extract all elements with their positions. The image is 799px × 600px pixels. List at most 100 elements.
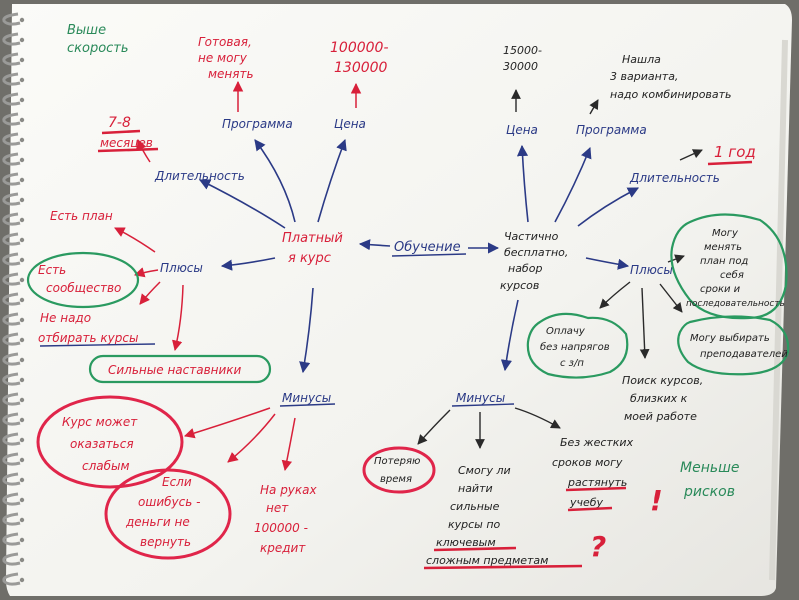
free-duration-label: Длительность	[629, 171, 720, 185]
spiral-ring	[2, 112, 21, 126]
free-learning-node: Частично бесплатно, набор курсов	[500, 230, 572, 292]
spiral-ring	[2, 552, 21, 566]
minus-time-circle	[362, 446, 436, 494]
arrow-paid-to-minuses	[299, 287, 314, 374]
spiral-hole	[19, 257, 25, 263]
spiral-hole	[19, 397, 25, 403]
spiral-ring	[2, 352, 21, 366]
spiral-hole	[19, 457, 25, 463]
spiral-hole	[19, 197, 25, 203]
plus-search: Поиск курсов, близких к моей работе	[622, 374, 707, 423]
spiral-ring	[2, 412, 21, 426]
paid-duration-underline	[97, 129, 159, 153]
paid-course-node: Платный я курс	[282, 231, 347, 266]
arrow-paid-to-duration	[198, 179, 286, 229]
spiral-ring	[2, 432, 21, 446]
arrow-paid-to-pluses	[220, 257, 276, 271]
minus-deadline-underline	[565, 486, 627, 512]
notebook-page	[6, 4, 792, 596]
arrow-plus-teachers	[659, 283, 683, 313]
spiral-ring	[2, 372, 21, 386]
spiral-hole	[19, 537, 25, 543]
spiral-hole	[19, 317, 25, 323]
arrow-learning-to-paid	[358, 239, 391, 251]
free-minuses-label: Минусы	[456, 391, 505, 405]
spiral-ring	[2, 332, 21, 346]
spiral-hole	[19, 217, 25, 223]
spiral-hole	[19, 577, 25, 583]
spiral-hole	[19, 237, 25, 243]
page-crease	[769, 39, 788, 581]
spiral-ring	[2, 52, 21, 66]
spiral-hole	[19, 297, 25, 303]
arrow-free-to-minuses	[500, 299, 519, 372]
paid-pluses-label: Плюсы	[160, 261, 203, 275]
free-pluses-label: Плюсы	[630, 263, 673, 277]
arrow-pluses-to-mentors	[172, 284, 184, 352]
arrow-plus-search	[639, 287, 650, 359]
minus-course-circle	[36, 395, 184, 489]
spiral-hole	[19, 77, 25, 83]
spiral-ring	[2, 132, 21, 146]
spiral-ring	[2, 212, 21, 226]
free-duration-value: 1 год	[714, 143, 756, 161]
arrow-plus-pay	[599, 281, 631, 309]
plus-mentors-box	[88, 354, 272, 384]
paid-minuses-label: Минусы	[282, 391, 331, 405]
arrow-minus-time	[417, 409, 451, 445]
spiral-ring	[2, 452, 21, 466]
spiral-ring	[2, 572, 21, 586]
spiral-hole	[19, 17, 25, 23]
spiral-ring	[2, 252, 21, 266]
spiral-hole	[19, 117, 25, 123]
spiral-hole	[19, 337, 25, 343]
plus-mentors: Сильные наставники	[108, 363, 242, 377]
spiral-hole	[19, 497, 25, 503]
plus-community: Есть сообщество	[38, 263, 121, 295]
spiral-ring	[2, 392, 21, 406]
free-price-value: 15000- 30000	[503, 44, 545, 73]
arrow-paid-to-price	[317, 138, 347, 223]
free-program-value: Нашла 3 варианта, надо комбинировать	[610, 53, 732, 101]
minus-time: Потеряю время	[374, 456, 424, 485]
arrow-minus-course	[183, 407, 271, 439]
note-less-risk: Меньше рисков	[680, 460, 744, 500]
plus-change: Могу менять план под себя сроки и послед…	[686, 228, 785, 309]
spiral-ring	[2, 492, 21, 506]
plus-teachers-circle	[677, 315, 790, 376]
minus-deadline: Без жестких сроков могу растянуть учебу	[552, 436, 637, 509]
spiral-ring	[2, 272, 21, 286]
question-mark: ?	[590, 530, 606, 563]
arrow-free-to-price	[516, 144, 529, 223]
free-duration-underline	[707, 160, 753, 166]
spiral-ring	[2, 472, 21, 486]
arrow-free-duration-value	[679, 149, 703, 161]
spiral-hole	[19, 357, 25, 363]
spiral-hole	[19, 97, 25, 103]
paid-program-label: Программа	[222, 117, 293, 131]
arrow-minus-credit	[281, 417, 296, 472]
paid-minuses-underline	[279, 403, 336, 407]
arrow-minus-money	[227, 413, 276, 463]
spiral-hole	[19, 57, 25, 63]
spiral-ring	[2, 12, 21, 26]
learning-node-underline	[391, 253, 467, 257]
spiral-hole	[19, 517, 25, 523]
spiral-ring	[2, 152, 21, 166]
exclamation-mark: !	[650, 484, 663, 517]
note-faster: Выше скорость	[67, 23, 129, 56]
spiral-hole	[19, 277, 25, 283]
spiral-ring	[2, 512, 21, 526]
free-minuses-underline	[451, 403, 515, 407]
plus-no-select: Не надо отбирать курсы	[38, 311, 138, 345]
spiral-hole	[19, 377, 25, 383]
paid-duration-value: 7-8 месяцев	[100, 115, 153, 150]
spiral-ring	[2, 532, 21, 546]
arrow-pluses-to-noselect	[139, 281, 161, 305]
plus-no-select-underline	[39, 343, 156, 347]
minus-money-circle	[104, 468, 232, 560]
spiral-ring	[2, 32, 21, 46]
plus-plan: Есть план	[50, 209, 113, 223]
minus-course: Курс может оказаться слабым	[62, 415, 141, 473]
spiral-ring	[2, 292, 21, 306]
